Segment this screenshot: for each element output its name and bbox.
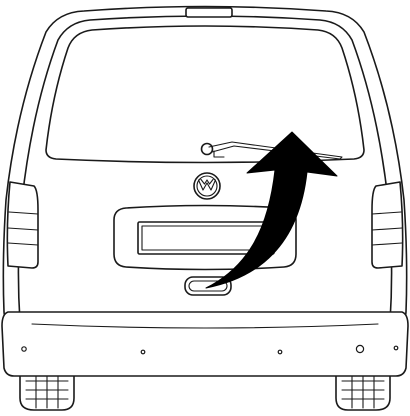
left-tail-light <box>7 182 38 268</box>
rear-bumper <box>2 312 408 376</box>
rear-window <box>46 26 364 163</box>
third-brake-light <box>186 8 232 17</box>
vw-logo-icon <box>194 173 220 199</box>
right-tail-light <box>372 182 403 268</box>
